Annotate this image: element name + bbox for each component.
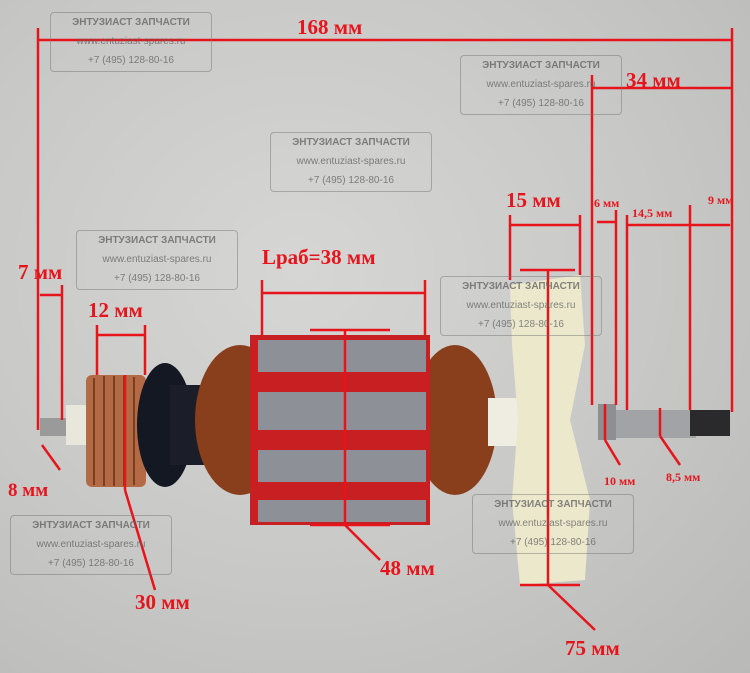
watermark: ЭНТУЗИАСТ ЗАПЧАСТИ www.entuziast-spares.r… xyxy=(472,494,634,554)
watermark-site: www.entuziast-spares.ru xyxy=(296,156,406,167)
watermark: ЭНТУЗИАСТ ЗАПЧАСТИ www.entuziast-spares.r… xyxy=(460,55,622,115)
watermark-phone: +7 (495) 128-80-16 xyxy=(48,558,134,569)
watermark-phone: +7 (495) 128-80-16 xyxy=(114,273,200,284)
shaft-diameter-label: 8,5 мм xyxy=(666,470,701,484)
watermark-title: ЭНТУЗИАСТ ЗАПЧАСТИ xyxy=(32,520,150,531)
watermark-phone: +7 (495) 128-80-16 xyxy=(478,319,564,330)
left-shaft-diameter-label: 8 мм xyxy=(8,480,49,501)
stack-diameter-label: 48 мм xyxy=(380,556,435,580)
winding-right xyxy=(413,345,497,495)
fan-width-label: 15 мм xyxy=(506,188,561,212)
commutator-length-label: 12 мм xyxy=(88,298,143,322)
watermark: ЭНТУЗИАСТ ЗАПЧАСТИ www.entuziast-spares.r… xyxy=(50,12,212,72)
fan xyxy=(510,275,590,585)
watermark-site: www.entuziast-spares.ru xyxy=(498,518,608,529)
total-length-label: 168 мм xyxy=(297,15,363,39)
commutator-diameter-label: 30 мм xyxy=(135,590,190,614)
watermark-phone: +7 (495) 128-80-16 xyxy=(498,98,584,109)
shaft-mid-label: 14,5 мм xyxy=(632,206,673,220)
watermark: ЭНТУЗИАСТ ЗАПЧАСТИ www.entuziast-spares.r… xyxy=(440,276,602,336)
watermark-site: www.entuziast-spares.ru xyxy=(102,254,212,265)
right-shaft xyxy=(616,410,696,438)
watermark: ЭНТУЗИАСТ ЗАПЧАСТИ www.entuziast-spares.r… xyxy=(10,515,172,575)
working-length-label: Lраб=38 мм xyxy=(262,245,376,269)
watermark-phone: +7 (495) 128-80-16 xyxy=(510,537,596,548)
watermark-title: ЭНТУЗИАСТ ЗАПЧАСТИ xyxy=(482,60,600,71)
watermark-site: www.entuziast-spares.ru xyxy=(486,79,596,90)
thread xyxy=(690,410,730,436)
shaft-right-label: 34 мм xyxy=(626,68,681,92)
left-bushing xyxy=(66,405,88,445)
bearing-diameter-label: 10 мм xyxy=(604,474,636,488)
right-bushing xyxy=(488,398,518,446)
bearing-seat-label: 6 мм xyxy=(594,196,620,210)
fan-diameter-label: 75 мм xyxy=(565,636,620,660)
dimension-lines xyxy=(36,28,734,631)
watermark-site: www.entuziast-spares.ru xyxy=(76,36,186,47)
left-shaft-label: 7 мм xyxy=(18,260,63,284)
watermark-title: ЭНТУЗИАСТ ЗАПЧАСТИ xyxy=(98,235,216,246)
bearing-seat xyxy=(598,404,616,440)
watermark-site: www.entuziast-spares.ru xyxy=(36,539,146,550)
watermark-phone: +7 (495) 128-80-16 xyxy=(308,175,394,186)
watermark-phone: +7 (495) 128-80-16 xyxy=(88,55,174,66)
watermark-title: ЭНТУЗИАСТ ЗАПЧАСТИ xyxy=(494,499,612,510)
thread-label: 9 мм xyxy=(708,193,734,207)
watermark: ЭНТУЗИАСТ ЗАПЧАСТИ www.entuziast-spares.r… xyxy=(270,132,432,192)
watermark-title: ЭНТУЗИАСТ ЗАПЧАСТИ xyxy=(462,281,580,292)
watermark-title: ЭНТУЗИАСТ ЗАПЧАСТИ xyxy=(292,137,410,148)
watermark: ЭНТУЗИАСТ ЗАПЧАСТИ www.entuziast-spares.r… xyxy=(76,230,238,290)
commutator xyxy=(86,375,146,487)
lamination-teeth xyxy=(258,340,426,522)
watermark-title: ЭНТУЗИАСТ ЗАПЧАСТИ xyxy=(72,17,190,28)
watermark-site: www.entuziast-spares.ru xyxy=(466,300,576,311)
